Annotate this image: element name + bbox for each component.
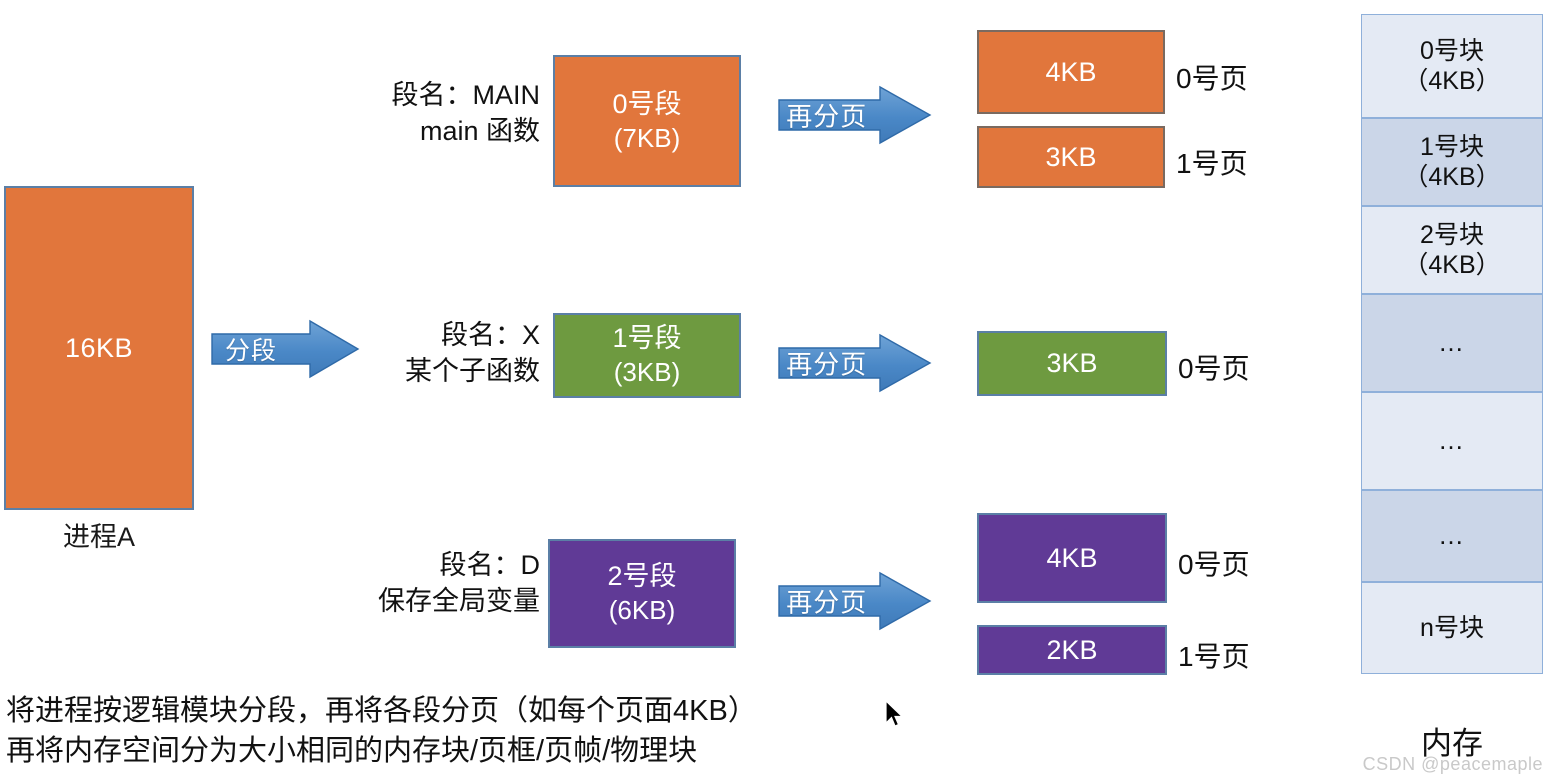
memory-block-0-line1: 0号块: [1420, 37, 1484, 65]
segment-2-box: 2号段 (6KB): [548, 539, 736, 648]
memory-block-1-line2: （4KB）: [1403, 163, 1501, 191]
memory-block-n-line1: n号块: [1420, 614, 1484, 642]
memory-block-0-line2: （4KB）: [1403, 67, 1501, 95]
memory-block-3-line1: …: [1438, 327, 1466, 358]
memory-caption: 内存: [1421, 726, 1483, 761]
segment-0-page-1-box: 3KB: [977, 126, 1165, 188]
segment-1-title: 1号段: [612, 323, 682, 354]
segment-0-page-0-label: 0号页: [1176, 63, 1248, 94]
memory-block-4: …: [1361, 392, 1543, 490]
segment-2-title: 2号段: [607, 561, 677, 592]
csdn-watermark: CSDN @peacemaple: [1362, 754, 1543, 774]
segment-0-page-0-box: 4KB: [977, 30, 1165, 114]
segment-1-page-0-box: 3KB: [977, 331, 1167, 396]
segment-0-page-0-size: 4KB: [1045, 56, 1097, 87]
segment-1-name-line1: 段名：X: [440, 320, 540, 350]
arrow-right-icon: [777, 570, 932, 632]
segment-0-name: 段名：MAIN main 函数: [330, 78, 541, 150]
segment-0-title: 0号段: [612, 88, 682, 119]
segment-1-box: 1号段 (3KB): [553, 313, 741, 398]
bottom-note: 将进程按逻辑模块分段，再将各段分页（如每个页面4KB） 再将内存空间分为大小相同…: [6, 691, 757, 771]
segment-2-name: 段名：D 保存全局变量: [300, 548, 540, 620]
memory-block-1-line1: 1号块: [1420, 133, 1484, 161]
segment-2-name-line2: 保存全局变量: [378, 585, 540, 616]
segment-1-page-0-size: 3KB: [1046, 348, 1098, 378]
segment-2-page-0-size: 4KB: [1046, 542, 1098, 573]
memory-block-n: n号块: [1361, 582, 1543, 674]
segment-2-size: (6KB): [608, 595, 676, 626]
mouse-cursor-icon: [884, 699, 906, 730]
paging-arrow-2-label: 再分页: [786, 587, 868, 618]
segment-0-page-1-size: 3KB: [1045, 141, 1097, 172]
memory-block-1: 1号块 （4KB）: [1361, 118, 1543, 206]
memory-block-0: 0号块 （4KB）: [1361, 14, 1543, 118]
segment-0-box: 0号段 (7KB): [553, 55, 741, 187]
segment-1-page-0-label: 0号页: [1178, 353, 1250, 384]
process-block: 16KB: [4, 186, 194, 510]
paging-arrow-0-label: 再分页: [786, 101, 868, 132]
memory-block-5-line1: …: [1438, 520, 1466, 551]
memory-block-5: …: [1361, 490, 1543, 582]
segment-0-name-line2: main 函数: [419, 115, 540, 146]
bottom-note-line1: 将进程按逻辑模块分段，再将各段分页（如每个页面4KB）: [6, 695, 757, 727]
segment-2-page-0-box: 4KB: [977, 513, 1167, 603]
arrow-right-icon: [777, 84, 932, 146]
segment-2-page-1-box: 2KB: [977, 625, 1167, 675]
segment-2-page-1-size: 2KB: [1046, 634, 1098, 665]
segment-1-name-line2: 某个子函数: [405, 355, 540, 386]
segment-2-page-1-label: 1号页: [1178, 641, 1250, 672]
paging-arrow-0: 再分页: [777, 84, 932, 146]
paging-arrow-2: 再分页: [777, 570, 932, 632]
memory-block-2-line2: （4KB）: [1403, 251, 1501, 279]
process-size-label: 16KB: [64, 332, 134, 363]
bottom-note-line2: 再将内存空间分为大小相同的内存块/页框/页帧/物理块: [6, 735, 698, 768]
segment-0-size: (7KB): [613, 122, 681, 153]
segment-2-name-line1: 段名：D: [439, 550, 541, 580]
segment-0-page-1-label: 1号页: [1176, 148, 1248, 179]
segment-1-name: 段名：X 某个子函数: [308, 318, 540, 390]
arrow-right-icon: [210, 318, 360, 380]
memory-block-4-line1: …: [1438, 425, 1466, 456]
segment-2-page-0-label: 0号页: [1178, 549, 1250, 580]
arrow-right-icon: [777, 332, 932, 394]
segment-0-name-line1: 段名：MAIN: [391, 80, 541, 110]
segmentation-arrow-label: 分段: [225, 337, 278, 365]
memory-block-3: …: [1361, 294, 1543, 392]
memory-column: 0号块 （4KB） 1号块 （4KB） 2号块 （4KB） … … … n号块: [1361, 14, 1543, 674]
segmentation-arrow: 分段: [210, 318, 360, 380]
paging-arrow-1-label: 再分页: [786, 349, 868, 380]
memory-block-2: 2号块 （4KB）: [1361, 206, 1543, 294]
paging-arrow-1: 再分页: [777, 332, 932, 394]
memory-block-2-line1: 2号块: [1420, 221, 1484, 249]
segment-1-size: (3KB): [613, 357, 681, 388]
process-caption: 进程A: [62, 522, 135, 552]
